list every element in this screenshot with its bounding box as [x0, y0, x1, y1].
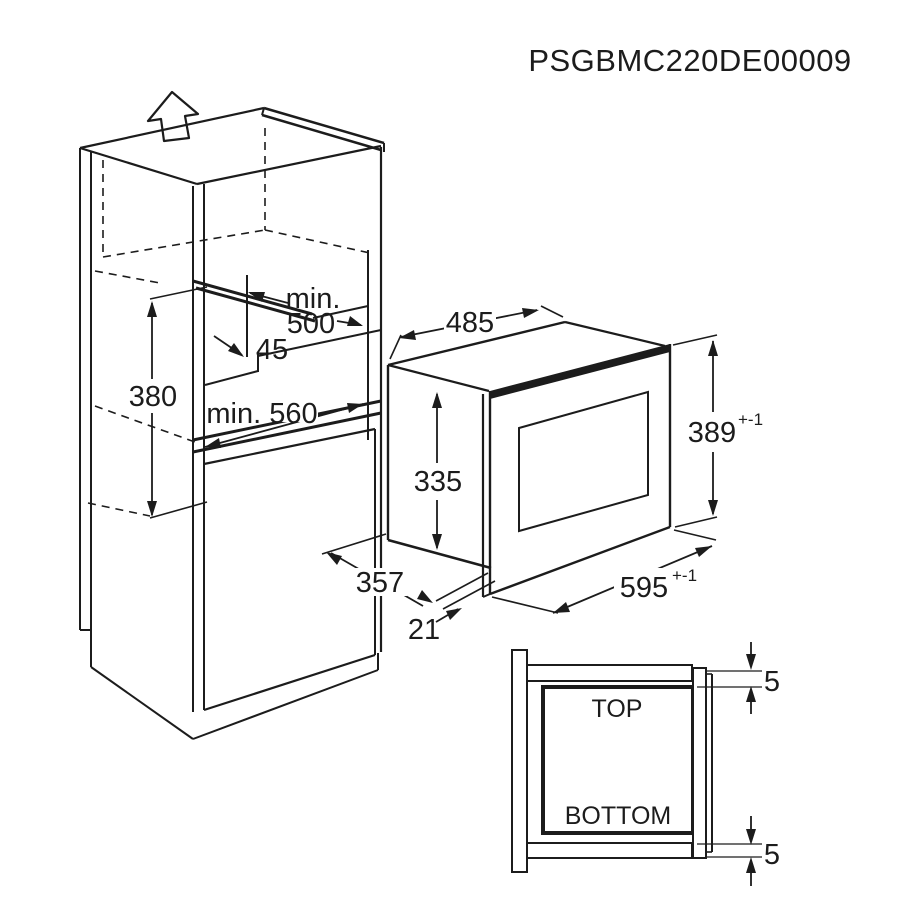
dim-body-depth: 357 [321, 533, 433, 607]
frame-width-label: 595 [620, 572, 668, 604]
bottom-gap-label: 5 [764, 839, 780, 871]
bottom-shelf [526, 842, 693, 859]
frame-height-tolerance-label: +-1 [738, 410, 763, 429]
body-depth-label: 357 [356, 567, 404, 599]
top-clearance-label: 45 [256, 334, 288, 366]
niche-height-label: 380 [129, 381, 177, 413]
cabinet-side-panel [511, 649, 528, 873]
product-code-label: PSGBMC220DE00009 [528, 43, 851, 78]
dim-niche-height: 380 [128, 286, 208, 519]
dim-frame-width: 595 +-1 [491, 529, 717, 614]
dim-top-width: 485 [389, 305, 564, 360]
dim-body-height: 335 [412, 392, 464, 550]
dim-niche-width: min. 560 [204, 398, 364, 448]
door-frame-section [692, 667, 707, 859]
cabinet-drawing: min. 500 45 380 min. 560 [79, 90, 385, 740]
frame-height-label: 389 [688, 417, 736, 449]
microwave-drawing: 485 335 389 +-1 [321, 305, 763, 646]
top-width-label: 485 [446, 307, 494, 339]
niche-depth-prefix-label: min. [286, 283, 341, 315]
section-view: TOP BOTTOM 5 5 [511, 642, 780, 886]
dim-top-clearance: 45 [213, 334, 288, 366]
body-height-label: 335 [414, 466, 462, 498]
up-arrow-icon [146, 90, 200, 143]
niche-width-label: min. 560 [206, 398, 317, 430]
niche-depth-value-label: 500 [287, 308, 335, 340]
dim-niche-depth: min. 500 [248, 283, 363, 340]
section-bottom-label: BOTTOM [565, 802, 671, 830]
top-gap-label: 5 [764, 666, 780, 698]
frame-width-tolerance-label: +-1 [672, 566, 697, 585]
section-top-label: TOP [592, 695, 643, 723]
door-window [518, 390, 649, 533]
dim-frame-overlap: 21 [408, 572, 496, 646]
appliance-body-section [541, 685, 695, 835]
dim-frame-height: 389 +-1 [672, 334, 763, 528]
top-shelf [526, 664, 693, 682]
frame-overlap-label: 21 [408, 614, 440, 646]
